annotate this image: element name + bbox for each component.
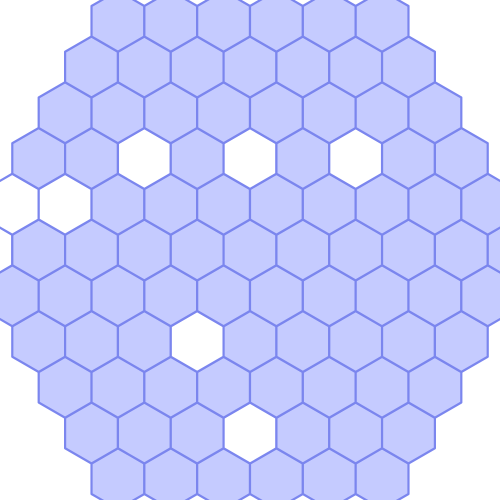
hex-cell-filled[interactable] xyxy=(354,0,410,53)
